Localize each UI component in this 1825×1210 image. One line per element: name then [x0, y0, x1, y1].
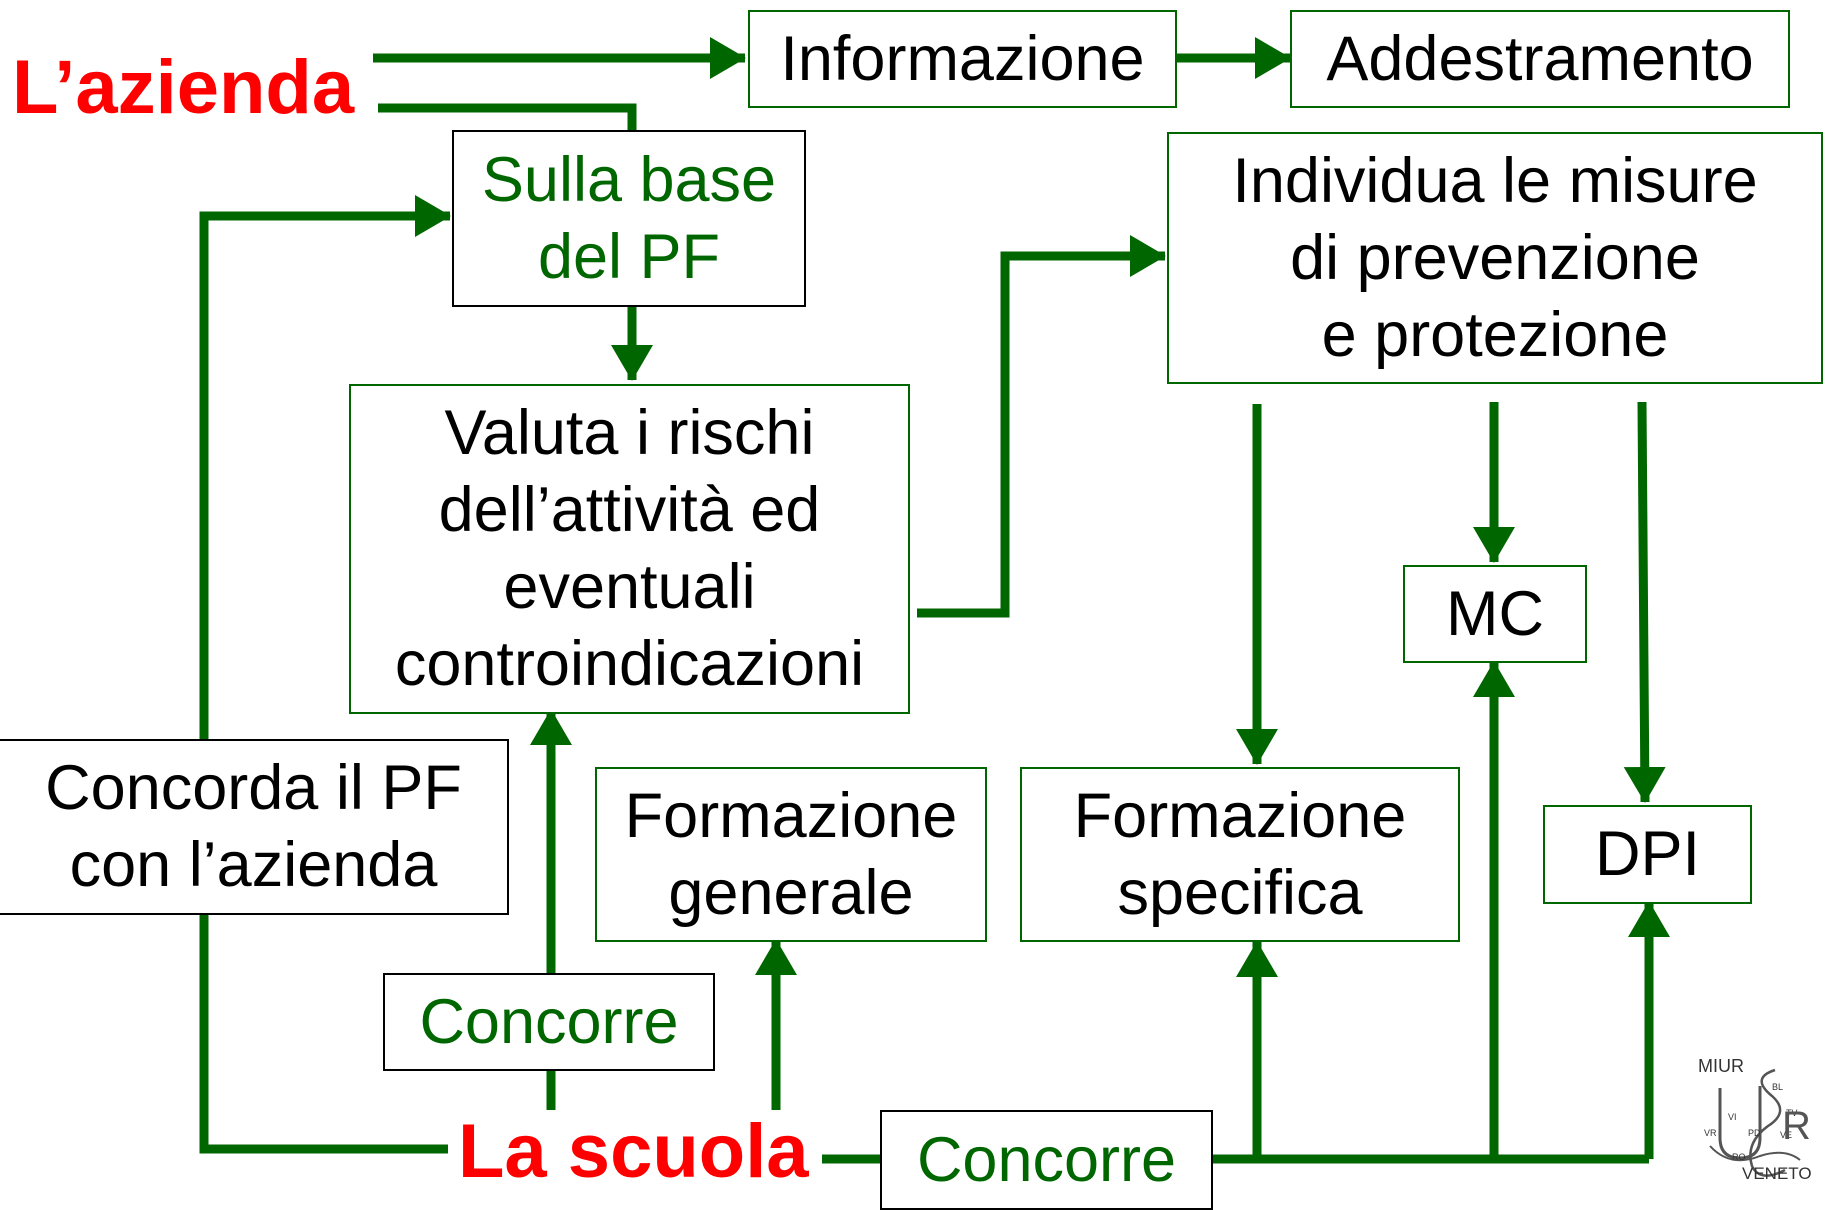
logo-text-vi: VI	[1728, 1112, 1737, 1122]
line-scuola-to-concorda	[199, 914, 448, 1154]
logo-text-r: R	[1782, 1104, 1811, 1148]
box-formazione-generale-line-1: Formazione	[624, 780, 958, 851]
box-mc-label: MC	[1446, 578, 1544, 649]
label-scuola: La scuola	[452, 1112, 815, 1192]
box-concorda-line-2: con l’azienda	[69, 830, 438, 900]
arrow-concorda-to-sulla-base	[199, 195, 451, 740]
logo-text-tv: TV	[1786, 1108, 1798, 1118]
label-azienda: L’azienda	[12, 45, 355, 130]
arrow-individua-to-dpi	[1623, 401, 1666, 803]
usr-veneto-logo: MIUR BL TV VI PD VE VR RO R VENETO	[1690, 1048, 1820, 1193]
box-concorda-pf: Concorda il PF con l’azienda	[0, 739, 509, 915]
box-formazione-generale-line-2: generale	[668, 857, 914, 928]
box-dpi: DPI	[1543, 805, 1752, 904]
logo-mark-icon	[1709, 1068, 1801, 1177]
box-valuta-line-4: controindicazioni	[394, 629, 865, 699]
logo-text-vr: VR	[1704, 1128, 1717, 1138]
box-individua-line-2: di prevenzione	[1290, 222, 1700, 293]
logo-text-pd: PD	[1748, 1128, 1761, 1138]
box-sulla-base-line-1: Sulla base	[481, 144, 777, 215]
box-valuta-rischi: Valuta i rischi dell’attività ed eventua…	[349, 384, 910, 714]
box-mc: MC	[1403, 565, 1587, 663]
box-formazione-specifica-line-2: specifica	[1117, 857, 1363, 928]
box-addestramento-label: Addestramento	[1326, 23, 1754, 94]
box-concorre-1: Concorre	[383, 973, 715, 1071]
box-sulla-base-line-2: del PF	[537, 221, 721, 292]
box-informazione-label: Informazione	[780, 23, 1145, 94]
arrow-valuta-to-individua	[917, 235, 1166, 618]
box-concorre-1-label: Concorre	[419, 986, 679, 1057]
logo-text-miur: MIUR	[1698, 1056, 1744, 1076]
line-azienda-to-sulla-base	[378, 103, 637, 130]
box-dpi-label: DPI	[1594, 819, 1701, 889]
box-valuta-line-2: dell’attività ed	[438, 475, 821, 545]
logo-text-ve: VE	[1780, 1130, 1793, 1140]
box-addestramento: Addestramento	[1290, 10, 1790, 108]
logo-text-bl: BL	[1772, 1082, 1784, 1092]
box-individua-misure: Individua le misure di prevenzione e pro…	[1167, 132, 1823, 384]
box-concorda-line-1: Concorda il PF	[45, 753, 462, 823]
box-informazione: Informazione	[748, 10, 1177, 108]
box-valuta-line-1: Valuta i rischi	[444, 398, 815, 468]
logo-text-veneto: VENETO	[1742, 1164, 1812, 1183]
box-concorre-2: Concorre	[880, 1110, 1213, 1210]
box-concorre-2-label: Concorre	[916, 1124, 1177, 1195]
box-formazione-generale: Formazione generale	[595, 767, 987, 942]
box-individua-line-1: Individua le misure	[1232, 145, 1758, 216]
box-individua-line-3: e protezione	[1321, 299, 1669, 370]
box-formazione-specifica: Formazione specifica	[1020, 767, 1460, 942]
logo-text-ro: RO	[1732, 1152, 1746, 1162]
box-sulla-base: Sulla base del PF	[452, 130, 806, 307]
box-formazione-specifica-line-1: Formazione	[1073, 780, 1407, 851]
box-valuta-line-3: eventuali	[503, 552, 756, 622]
